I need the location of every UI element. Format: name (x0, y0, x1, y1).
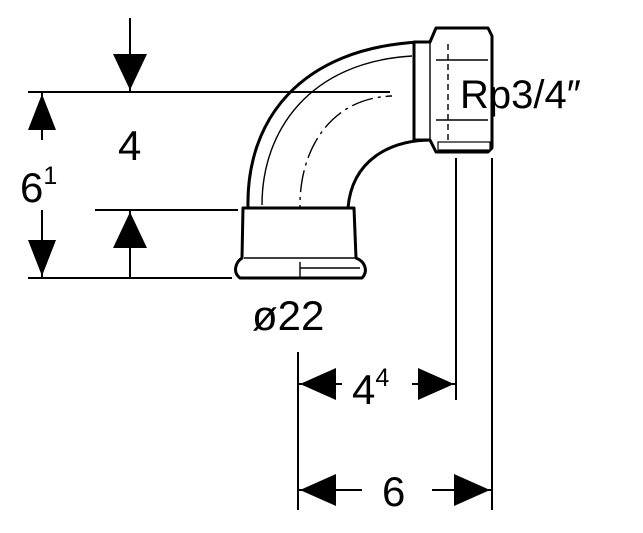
arrow-depth-top (113, 54, 147, 90)
horizontal-dimensions (297, 158, 493, 514)
label-thread: Rp3/4″ (460, 73, 581, 117)
vertical-dimensions (12, 18, 390, 279)
arrow-total-left (300, 474, 336, 506)
elbow-body (246, 40, 434, 210)
arrow-inner-right (418, 368, 454, 400)
label-mask-total-width (362, 466, 432, 514)
label-depth: 4 (118, 122, 141, 169)
label-inner-width: 44 (352, 364, 389, 413)
arrow-inner-left (300, 368, 336, 400)
label-mask-height (12, 140, 74, 210)
arrow-depth-bottom (113, 212, 147, 248)
arrow-height-top (28, 94, 56, 130)
arrow-height-bottom (28, 240, 56, 276)
elbow-centerline (299, 95, 393, 262)
label-total-width: 6 (382, 468, 405, 515)
elbow-inner-line (261, 55, 413, 206)
arrow-total-right (454, 474, 490, 506)
threaded-socket (412, 26, 494, 154)
label-height: 61 (20, 162, 57, 211)
thread-end-band (437, 141, 491, 151)
label-mask-inner-width (342, 358, 412, 410)
press-sleeve (234, 206, 367, 280)
elbow-fitting (234, 26, 494, 280)
label-pipe-diameter: ø22 (252, 292, 324, 339)
dimension-labels: 4 61 ø22 Rp3/4″ 44 6 (20, 73, 581, 515)
